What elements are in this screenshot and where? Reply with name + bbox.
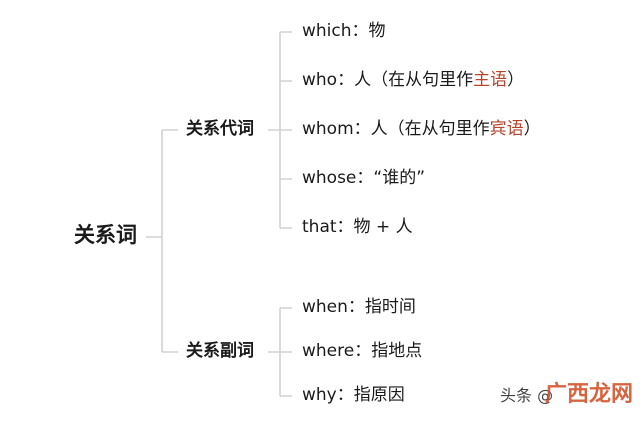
- leaf-meaning: 人（在从句里作: [354, 70, 474, 90]
- leaf-separator: ：: [336, 217, 354, 237]
- leaf-separator: ：: [351, 21, 369, 41]
- leaf-close-paren: ）: [523, 119, 541, 139]
- leaf-meaning: 人（在从句里作: [370, 119, 490, 139]
- leaf-when: when：指时间: [302, 299, 416, 316]
- leaf-word: whose: [302, 168, 357, 188]
- leaf-word: which: [302, 21, 352, 41]
- leaf-meaning: 指原因: [353, 385, 405, 405]
- leaf-meaning: 物: [368, 21, 386, 41]
- leaf-close-paren: ）: [507, 70, 525, 90]
- leaf-highlight-object: 宾语: [489, 119, 524, 139]
- leaf-word: why: [302, 385, 337, 405]
- leaf-meaning: “谁的”: [373, 168, 426, 188]
- leaf-word: where: [302, 341, 355, 361]
- root-connector: [146, 129, 178, 353]
- root-node-relative-words: 关系词: [74, 223, 137, 247]
- branch-node-relative-adverbs: 关系副词: [186, 341, 254, 361]
- leaf-why: why：指原因: [302, 387, 405, 404]
- leaf-word: who: [302, 70, 338, 90]
- leaf-highlight-subject: 主语: [473, 70, 508, 90]
- leaf-meaning: 物 + 人: [353, 217, 413, 237]
- leaf-meaning: 指时间: [364, 297, 416, 317]
- watermark-prefix: 头条 @: [500, 386, 554, 405]
- leaf-which: which：物: [302, 23, 386, 40]
- pronoun-branch-connector: [268, 31, 292, 229]
- adverb-branch-connector: [268, 307, 292, 397]
- watermark-brand-logo: 广西龙网: [545, 382, 634, 407]
- leaf-where: where：指地点: [302, 343, 422, 360]
- leaf-separator: ：: [356, 168, 374, 188]
- leaf-separator: ：: [347, 297, 365, 317]
- leaf-word: that: [302, 217, 337, 237]
- leaf-word: whom: [302, 119, 354, 139]
- leaf-whose: whose：“谁的”: [302, 170, 425, 187]
- leaf-separator: ：: [337, 70, 355, 90]
- leaf-separator: ：: [353, 119, 371, 139]
- leaf-meaning: 指地点: [371, 341, 423, 361]
- leaf-separator: ：: [354, 341, 372, 361]
- branch-node-relative-pronouns: 关系代词: [186, 119, 254, 139]
- leaf-that: that：物 + 人: [302, 219, 413, 236]
- leaf-whom: whom：人（在从句里作宾语）: [302, 121, 541, 138]
- leaf-word: when: [302, 297, 348, 317]
- leaf-separator: ：: [336, 385, 354, 405]
- leaf-who: who：人（在从句里作主语）: [302, 72, 524, 89]
